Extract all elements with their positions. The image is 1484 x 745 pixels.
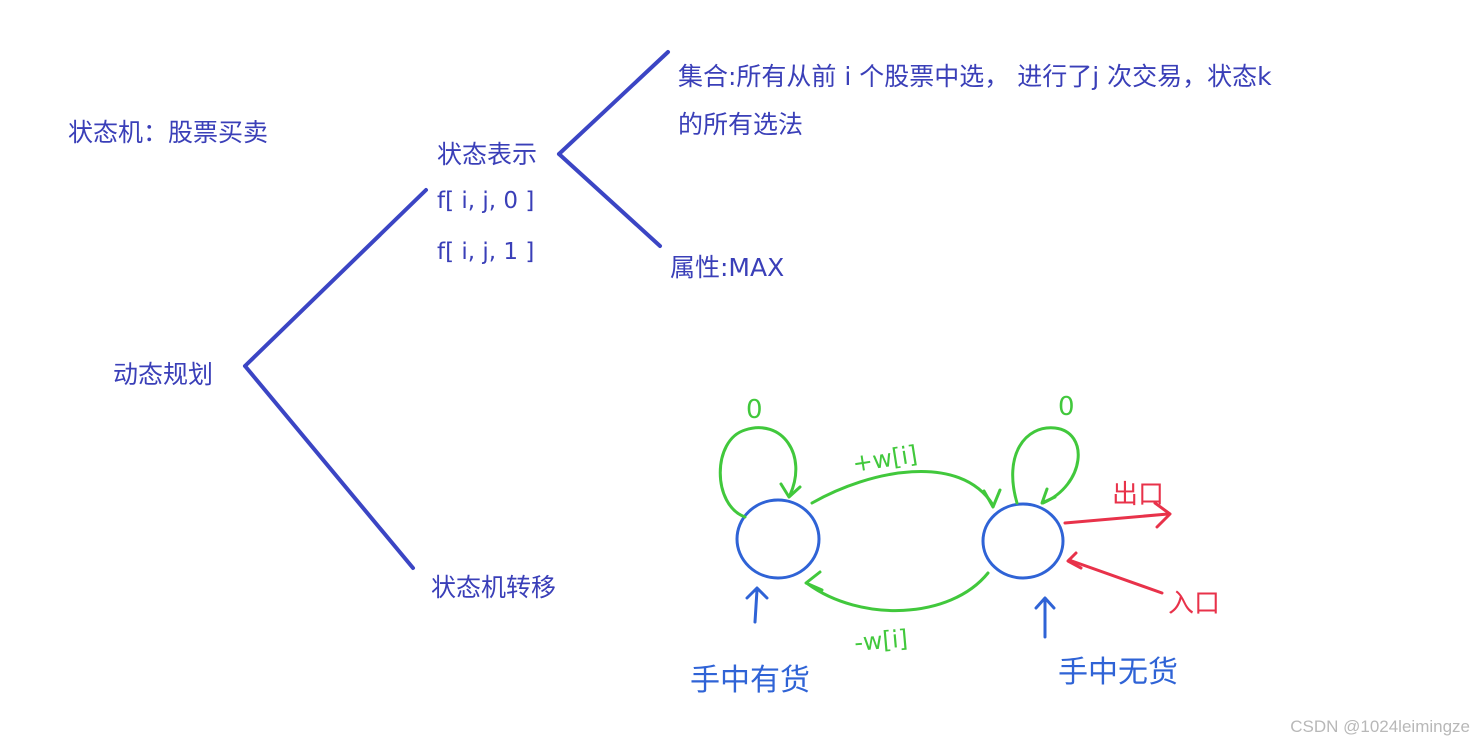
branch-state-repr-to-attribute bbox=[557, 152, 662, 248]
left-state-pointer bbox=[745, 586, 769, 624]
diagram-title: 状态机：股票买卖 bbox=[68, 118, 269, 147]
state-holding-circle bbox=[735, 498, 821, 580]
holding-state-label: 手中有货 bbox=[690, 663, 810, 698]
right-loop-label: 0 bbox=[1058, 392, 1075, 422]
root-node-label: 动态规划 bbox=[113, 360, 214, 389]
entry-label: 入口 bbox=[1168, 589, 1220, 619]
right-state-pointer bbox=[1034, 596, 1056, 639]
exit-arrow bbox=[1063, 512, 1170, 525]
branch-state-repr-to-set bbox=[557, 50, 670, 156]
right-self-loop bbox=[1011, 426, 1080, 505]
left-self-loop-arrowhead bbox=[779, 482, 802, 499]
state-empty-circle bbox=[981, 502, 1065, 580]
state-formula-1: f[ i, j, 1 ] bbox=[437, 239, 535, 265]
buy-edge-label: -w[i] bbox=[853, 624, 909, 657]
exit-label: 出口 bbox=[1112, 480, 1164, 510]
edge-sell-arrowhead bbox=[982, 488, 1002, 509]
empty-state-label: 手中无货 bbox=[1058, 655, 1178, 690]
left-loop-label: 0 bbox=[746, 395, 763, 425]
state-machine: 0 0 +w[i] -w[i] 出口 入口 手中有货 手中无货 bbox=[690, 392, 1220, 698]
entry-arrow bbox=[1067, 558, 1164, 595]
state-repr-label: 状态表示 bbox=[437, 140, 538, 169]
left-self-loop bbox=[718, 426, 798, 519]
branch-root-to-state-repr bbox=[243, 188, 428, 368]
attribute-label: 属性:MAX bbox=[670, 253, 785, 282]
transition-label: 状态机转移 bbox=[431, 573, 557, 602]
branch-root-to-transition bbox=[243, 364, 415, 570]
edge-sell bbox=[810, 469, 995, 507]
edge-buy bbox=[806, 571, 990, 613]
watermark: CSDN @1024leimingze bbox=[1290, 717, 1470, 736]
entry-arrowhead bbox=[1066, 551, 1083, 570]
edge-buy-arrowhead bbox=[804, 570, 824, 592]
state-formula-0: f[ i, j, 0 ] bbox=[437, 188, 535, 214]
set-definition-line-2: 的所有选法 bbox=[678, 110, 804, 139]
right-self-loop-arrowhead bbox=[1040, 487, 1057, 505]
mind-map-branches bbox=[243, 50, 670, 570]
exit-arrowhead bbox=[1153, 501, 1172, 529]
set-definition-line-1: 集合:所有从前 i 个股票中选， 进行了j 次交易，状态k bbox=[678, 62, 1272, 91]
